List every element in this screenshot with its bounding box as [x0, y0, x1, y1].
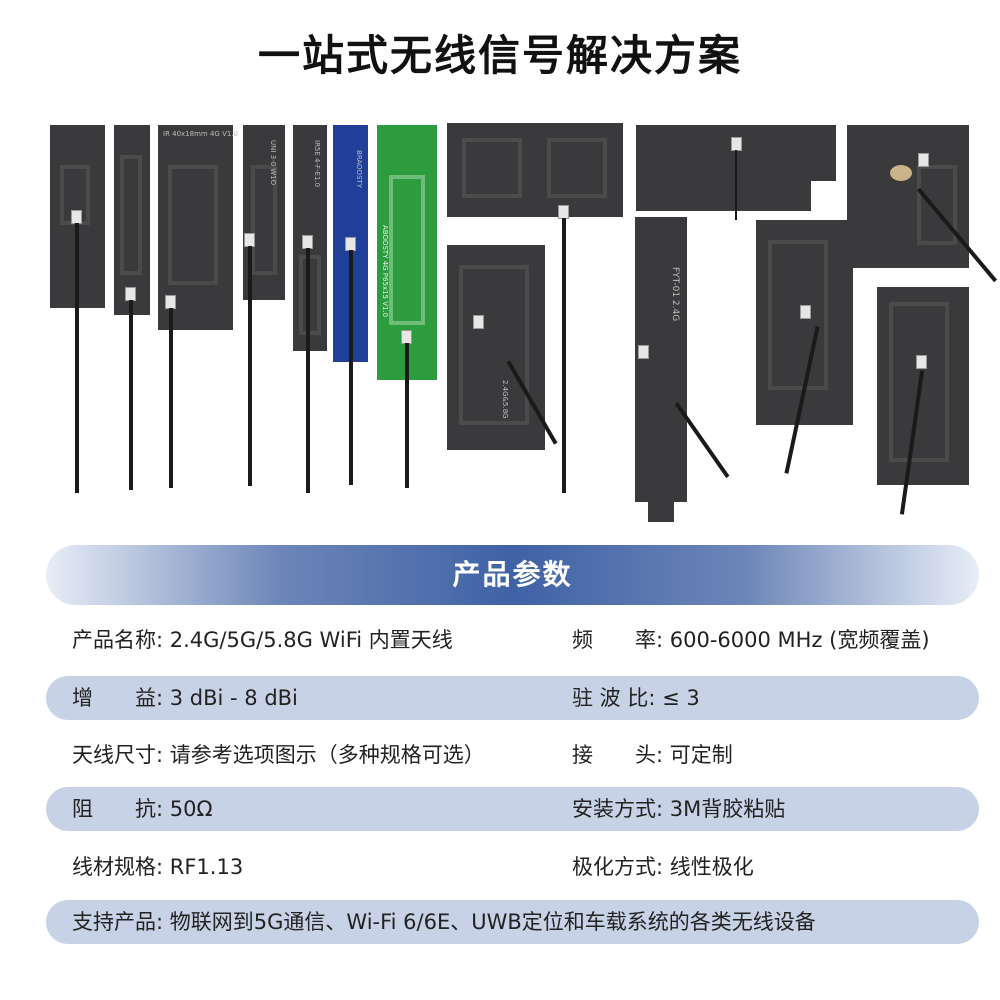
- connector-icon: [800, 305, 811, 319]
- spec-value: RF1.13: [163, 855, 244, 879]
- antenna-cable: [248, 246, 252, 486]
- page-title: 一站式无线信号解决方案: [257, 31, 742, 80]
- connector-icon: [731, 137, 742, 151]
- connector-icon: [165, 295, 176, 309]
- antenna-cable: [349, 250, 353, 485]
- antenna-pcb: [114, 125, 150, 315]
- antenna-cable: [306, 248, 310, 493]
- antenna-cable: [169, 308, 173, 488]
- antenna-pcb: [447, 123, 623, 217]
- spec-label: 增 益:: [72, 686, 164, 710]
- connector-icon: [244, 233, 255, 247]
- spec-value: 2.4G/5G/5.8G WiFi 内置天线: [163, 628, 453, 652]
- spec-label: 接 头:: [572, 743, 664, 767]
- spec-row: 阻 抗: 50Ω 安装方式: 3M背胶粘贴: [46, 787, 979, 831]
- pcb-silkscreen-label: ABOOSTY 4G P65x15 V1.0: [381, 225, 389, 318]
- antenna-cable: [75, 223, 79, 493]
- connector-icon: [558, 205, 569, 219]
- antenna-cable: [735, 150, 737, 220]
- spec-label: 线材规格:: [72, 855, 164, 879]
- antenna-pcb: 2.4G&5.8G: [447, 245, 545, 450]
- antenna-product-photos: IR 40x18mm 4G V1.0 UNI 3-0 W1O IR5E 4-F-…: [0, 115, 1000, 535]
- spec-value: 物联网到5G通信、Wi-Fi 6/6E、UWB定位和车载系统的各类无线设备: [163, 910, 816, 934]
- antenna-pcb-tab: [648, 500, 674, 522]
- antenna-pcb: IR 40x18mm 4G V1.0: [158, 125, 238, 330]
- antenna-pcb: UNI 3-0 W1O: [243, 125, 285, 300]
- spec-label: 支持产品:: [72, 910, 164, 934]
- pcb-silkscreen-label: BRAOOSTY: [355, 150, 363, 189]
- antenna-pcb: [756, 220, 853, 425]
- connector-icon: [302, 235, 313, 249]
- pcb-silkscreen-label: FYT-01 2.4G: [670, 267, 680, 322]
- gold-pad-icon: [890, 165, 912, 181]
- spec-row: 增 益: 3 dBi - 8 dBi 驻 波 比: ≤ 3: [46, 676, 979, 720]
- antenna-pcb: IR5E 4-F-E1.0: [293, 125, 327, 351]
- spec-label: 频 率:: [572, 628, 664, 652]
- spec-value: 线性极化: [663, 855, 754, 879]
- connector-icon: [125, 287, 136, 301]
- antenna-cable: [129, 300, 133, 490]
- pcb-silkscreen-label: 2.4G&5.8G: [501, 380, 509, 419]
- spec-section-header: 产品参数: [46, 545, 979, 605]
- pcb-silkscreen-label: IR5E 4-F-E1.0: [313, 140, 321, 188]
- spec-label: 天线尺寸:: [72, 743, 164, 767]
- pcb-silkscreen-label: UNI 3-0 W1O: [269, 140, 277, 186]
- spec-value: 3 dBi - 8 dBi: [163, 686, 298, 710]
- spec-label: 产品名称:: [72, 628, 164, 652]
- antenna-pcb: [877, 287, 969, 485]
- spec-value: 3M背胶粘贴: [663, 797, 786, 821]
- spec-value: ≤ 3: [655, 686, 700, 710]
- connector-icon: [345, 237, 356, 251]
- spec-value: 600-6000 MHz (宽频覆盖): [663, 628, 930, 652]
- spec-value: 50Ω: [163, 797, 213, 821]
- antenna-cable: [405, 343, 409, 488]
- spec-label: 驻 波 比:: [572, 686, 656, 710]
- antenna-pcb: [847, 125, 969, 268]
- spec-value: 请参考选项图示（多种规格可选）: [163, 743, 485, 767]
- connector-icon: [916, 355, 927, 369]
- spec-row: 支持产品: 物联网到5G通信、Wi-Fi 6/6E、UWB定位和车载系统的各类无…: [46, 900, 979, 944]
- pcb-silkscreen-label: IR 40x18mm 4G V1.0: [163, 130, 238, 138]
- connector-icon: [401, 330, 412, 344]
- spec-label: 极化方式:: [572, 855, 664, 879]
- spec-value: 可定制: [663, 743, 733, 767]
- spec-label: 阻 抗:: [72, 797, 164, 821]
- connector-icon: [473, 315, 484, 329]
- antenna-cable: [562, 218, 566, 493]
- spec-row: 线材规格: RF1.13 极化方式: 线性极化: [46, 845, 979, 889]
- connector-icon: [638, 345, 649, 359]
- spec-label: 安装方式:: [572, 797, 664, 821]
- antenna-pcb: [636, 171, 811, 211]
- spec-row: 天线尺寸: 请参考选项图示（多种规格可选） 接 头: 可定制: [46, 733, 979, 777]
- antenna-pcb: FYT-01 2.4G: [635, 217, 687, 502]
- connector-icon: [71, 210, 82, 224]
- spec-row: 产品名称: 2.4G/5G/5.8G WiFi 内置天线 频 率: 600-60…: [46, 618, 979, 662]
- connector-icon: [918, 153, 929, 167]
